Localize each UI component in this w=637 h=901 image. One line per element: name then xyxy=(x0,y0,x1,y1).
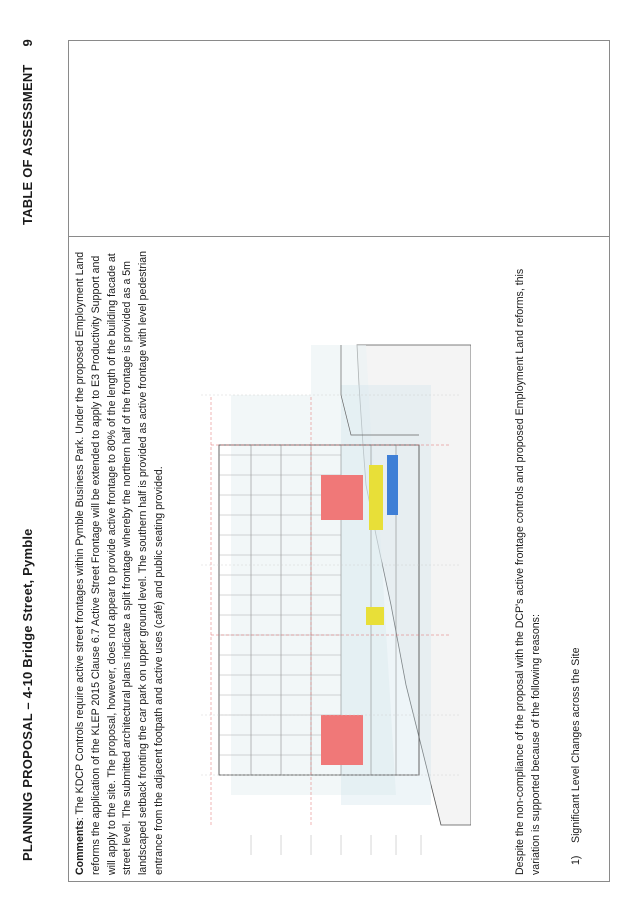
glazing-band xyxy=(341,385,431,805)
adjacent-structure xyxy=(340,345,419,436)
assessment-page-content: Comments: The KDCP Controls require acti… xyxy=(68,40,610,882)
level-markers xyxy=(250,835,422,855)
yellow-entry-band xyxy=(369,465,383,530)
document-title: PLANNING PROPOSAL – 4-10 Bridge Street, … xyxy=(19,528,35,861)
comments-text: : The KDCP Controls require active stree… xyxy=(74,250,165,875)
comments-paragraph: Comments: The KDCP Controls require acti… xyxy=(73,245,168,875)
reason-list-item: 1) Significant Level Changes across the S… xyxy=(569,647,584,865)
reason-number: 1) xyxy=(570,855,582,865)
yellow-use-block xyxy=(366,607,384,625)
running-header: PLANNING PROPOSAL – 4-10 Bridge Street, … xyxy=(16,39,38,861)
height-datum-lines xyxy=(210,395,451,825)
variation-paragraph: Despite the non-compliance of the propos… xyxy=(514,268,542,875)
grid-lines xyxy=(201,394,461,776)
red-use-block-right xyxy=(321,475,363,520)
architectural-elevation-drawing xyxy=(201,344,471,855)
assessment-table: Comments: The KDCP Controls require acti… xyxy=(68,40,610,882)
blue-entry-band xyxy=(387,455,398,515)
comments-cell: Comments: The KDCP Controls require acti… xyxy=(73,245,607,875)
column-divider xyxy=(69,236,609,237)
facade-mullions xyxy=(219,454,341,756)
page-number: 9 xyxy=(19,39,35,47)
red-use-block-left xyxy=(321,715,363,765)
section-title: TABLE OF ASSESSMENT xyxy=(19,64,35,225)
reason-text: Significant Level Changes across the Sit… xyxy=(570,647,582,843)
comments-label: Comments xyxy=(74,820,86,875)
